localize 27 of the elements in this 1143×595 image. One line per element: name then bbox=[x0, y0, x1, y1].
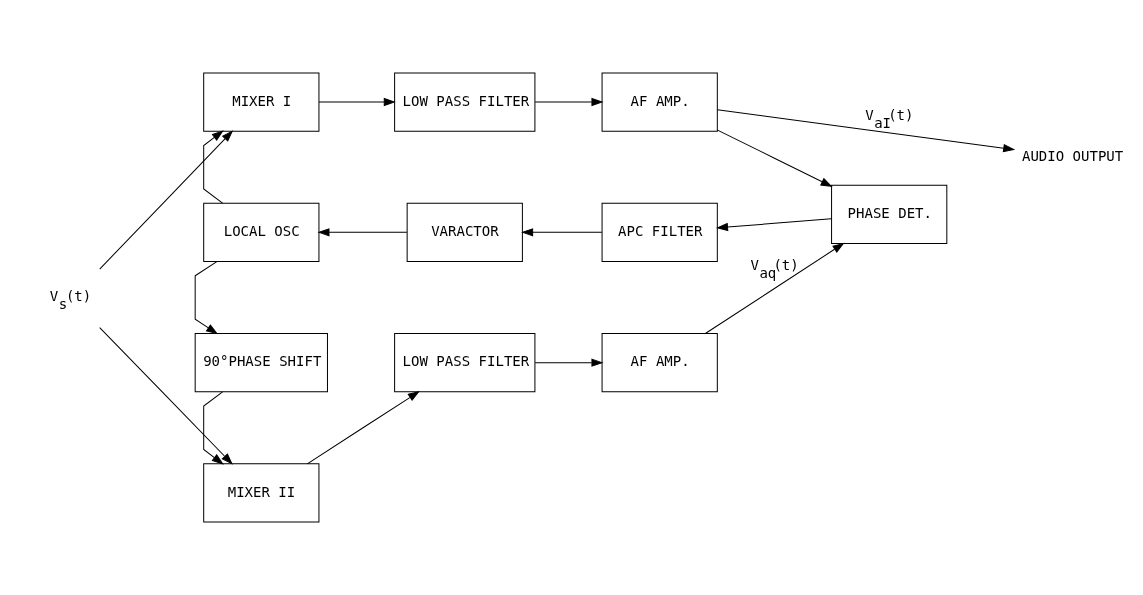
arrow bbox=[203, 391, 224, 465]
arrow bbox=[99, 327, 233, 465]
node-box: 90°PHASE SHIFT bbox=[194, 333, 328, 393]
node-box: AF AMP. bbox=[601, 333, 718, 393]
arrow bbox=[306, 391, 420, 465]
node-box: APC FILTER bbox=[601, 202, 718, 262]
arrow bbox=[522, 228, 603, 237]
arrow bbox=[716, 109, 1015, 153]
arrow bbox=[717, 129, 832, 187]
node-box: PHASE DET. bbox=[831, 184, 948, 244]
arrow bbox=[318, 98, 395, 107]
node-box: LOW PASS FILTER bbox=[394, 72, 536, 132]
arrow bbox=[534, 358, 603, 367]
arrow bbox=[717, 218, 832, 232]
node-box: MIXER II bbox=[203, 463, 320, 523]
arrow bbox=[318, 228, 408, 237]
node-text: AUDIO OUTPUT bbox=[1021, 147, 1124, 164]
arrow bbox=[99, 130, 233, 270]
node-box: MIXER I bbox=[203, 72, 320, 132]
arrow bbox=[704, 243, 844, 334]
node-box: LOW PASS FILTER bbox=[394, 333, 536, 393]
arrow bbox=[194, 261, 218, 334]
arrow bbox=[203, 130, 224, 204]
node-box: LOCAL OSC bbox=[203, 202, 320, 262]
node-box: AF AMP. bbox=[601, 72, 718, 132]
node-box: VARACTOR bbox=[406, 202, 523, 262]
arrow bbox=[534, 98, 603, 107]
